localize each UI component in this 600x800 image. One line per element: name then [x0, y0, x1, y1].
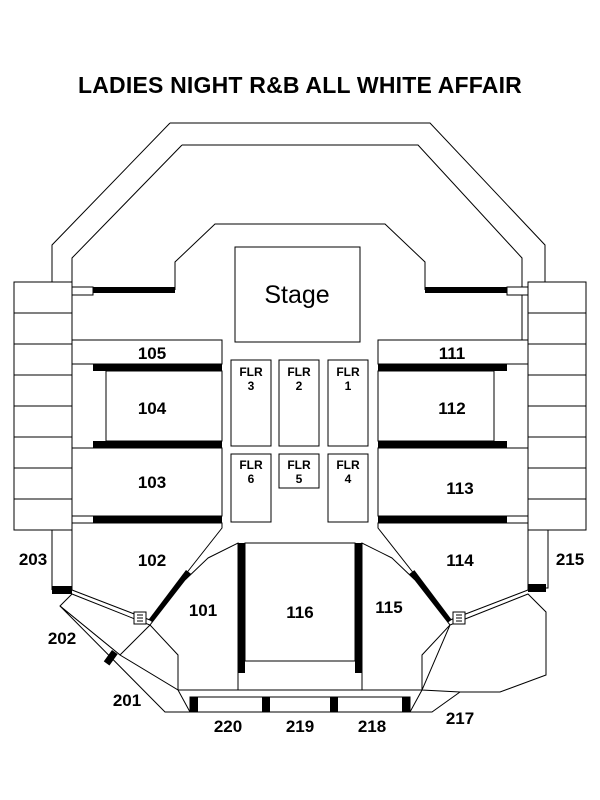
section-219[interactable] [264, 696, 336, 713]
floor-1-label-b: 1 [345, 379, 352, 393]
wall-104-bottom [93, 441, 222, 448]
section-218[interactable] [334, 696, 411, 713]
floor-3-label-b: 3 [248, 379, 255, 393]
floor-section-5[interactable] [278, 453, 320, 489]
wall-bottom-4 [402, 697, 410, 712]
section-215[interactable] [527, 529, 549, 589]
section-113-label: 113 [446, 479, 473, 498]
section-202-label: 202 [48, 629, 76, 648]
wall-102-diag [148, 570, 193, 625]
wall-215 [528, 584, 546, 592]
wall-left-top [93, 287, 175, 293]
floor-4-label-a: FLR [336, 458, 360, 472]
section-201[interactable] [59, 605, 191, 713]
section-105[interactable] [71, 339, 223, 365]
wall-bottom-1 [190, 697, 198, 712]
floor-section-4[interactable] [327, 453, 369, 523]
section-113[interactable] [377, 447, 529, 517]
section-217[interactable] [421, 593, 547, 693]
section-103[interactable] [71, 447, 223, 517]
floor-1-label-a: FLR [336, 365, 360, 379]
wall-103-bottom [93, 516, 222, 523]
wall-112-top [378, 364, 507, 371]
section-116[interactable] [244, 542, 356, 662]
wall-112-bottom [378, 441, 507, 448]
floor-section-3[interactable] [230, 359, 272, 447]
floor-section-6[interactable] [230, 453, 272, 523]
floor-6-label-a: FLR [239, 458, 263, 472]
section-219-label: 219 [286, 717, 314, 736]
outer-ring [51, 122, 546, 282]
wall-right-top [425, 287, 507, 293]
section-115-label: 115 [375, 598, 402, 617]
floor-3-label-a: FLR [239, 365, 263, 379]
inner-ring [71, 144, 523, 282]
section-101-label: 101 [189, 601, 217, 620]
connector-right [506, 286, 529, 296]
section-220[interactable] [189, 696, 266, 713]
wall-104-top [93, 364, 222, 371]
stage-label: Stage [264, 281, 329, 309]
section-220-label: 220 [214, 717, 242, 736]
section-105-label: 105 [138, 344, 166, 363]
left-suites [13, 281, 73, 531]
wall-113-bottom [378, 516, 507, 523]
section-102-label: 102 [138, 551, 166, 570]
section-217-outer [409, 689, 461, 713]
right-suites [527, 281, 587, 531]
seat-marker-right-icon [452, 611, 466, 625]
section-201-label: 201 [113, 691, 141, 710]
floor-2-label-a: FLR [287, 365, 311, 379]
section-116-label: 116 [286, 603, 313, 622]
floor-4-label-b: 4 [345, 472, 352, 486]
event-title: LADIES NIGHT R&B ALL WHITE AFFAIR [77, 72, 522, 98]
wall-bottom-3 [330, 697, 338, 712]
floor-6-label-b: 6 [248, 472, 255, 486]
connector-left [71, 286, 94, 296]
section-104[interactable] [105, 370, 223, 442]
section-217-label: 217 [446, 709, 474, 728]
section-111-label: 111 [439, 344, 466, 363]
stage-area-outline [174, 223, 426, 290]
section-114-label: 114 [446, 551, 474, 570]
section-112[interactable] [377, 370, 495, 442]
wall-114-diag [408, 570, 452, 625]
wall-201 [103, 650, 118, 666]
wall-116-right [355, 543, 362, 673]
floor-5-label-a: FLR [287, 458, 311, 472]
wall-203 [52, 586, 72, 594]
wall-116-left [238, 543, 245, 673]
stage[interactable] [234, 246, 361, 343]
seat-marker-left-icon [133, 611, 147, 625]
wall-bottom-2 [262, 697, 270, 712]
section-218-label: 218 [358, 717, 386, 736]
section-104-label: 104 [138, 399, 167, 418]
section-112-label: 112 [438, 399, 465, 418]
floor-5-label-b: 5 [296, 472, 303, 486]
floor-section-1[interactable] [327, 359, 369, 447]
section-203[interactable] [51, 529, 73, 589]
section-215-label: 215 [556, 550, 584, 569]
floor-section-2[interactable] [278, 359, 320, 447]
section-203-label: 203 [19, 550, 47, 569]
floor-2-label-b: 2 [296, 379, 303, 393]
section-103-label: 103 [138, 473, 166, 492]
